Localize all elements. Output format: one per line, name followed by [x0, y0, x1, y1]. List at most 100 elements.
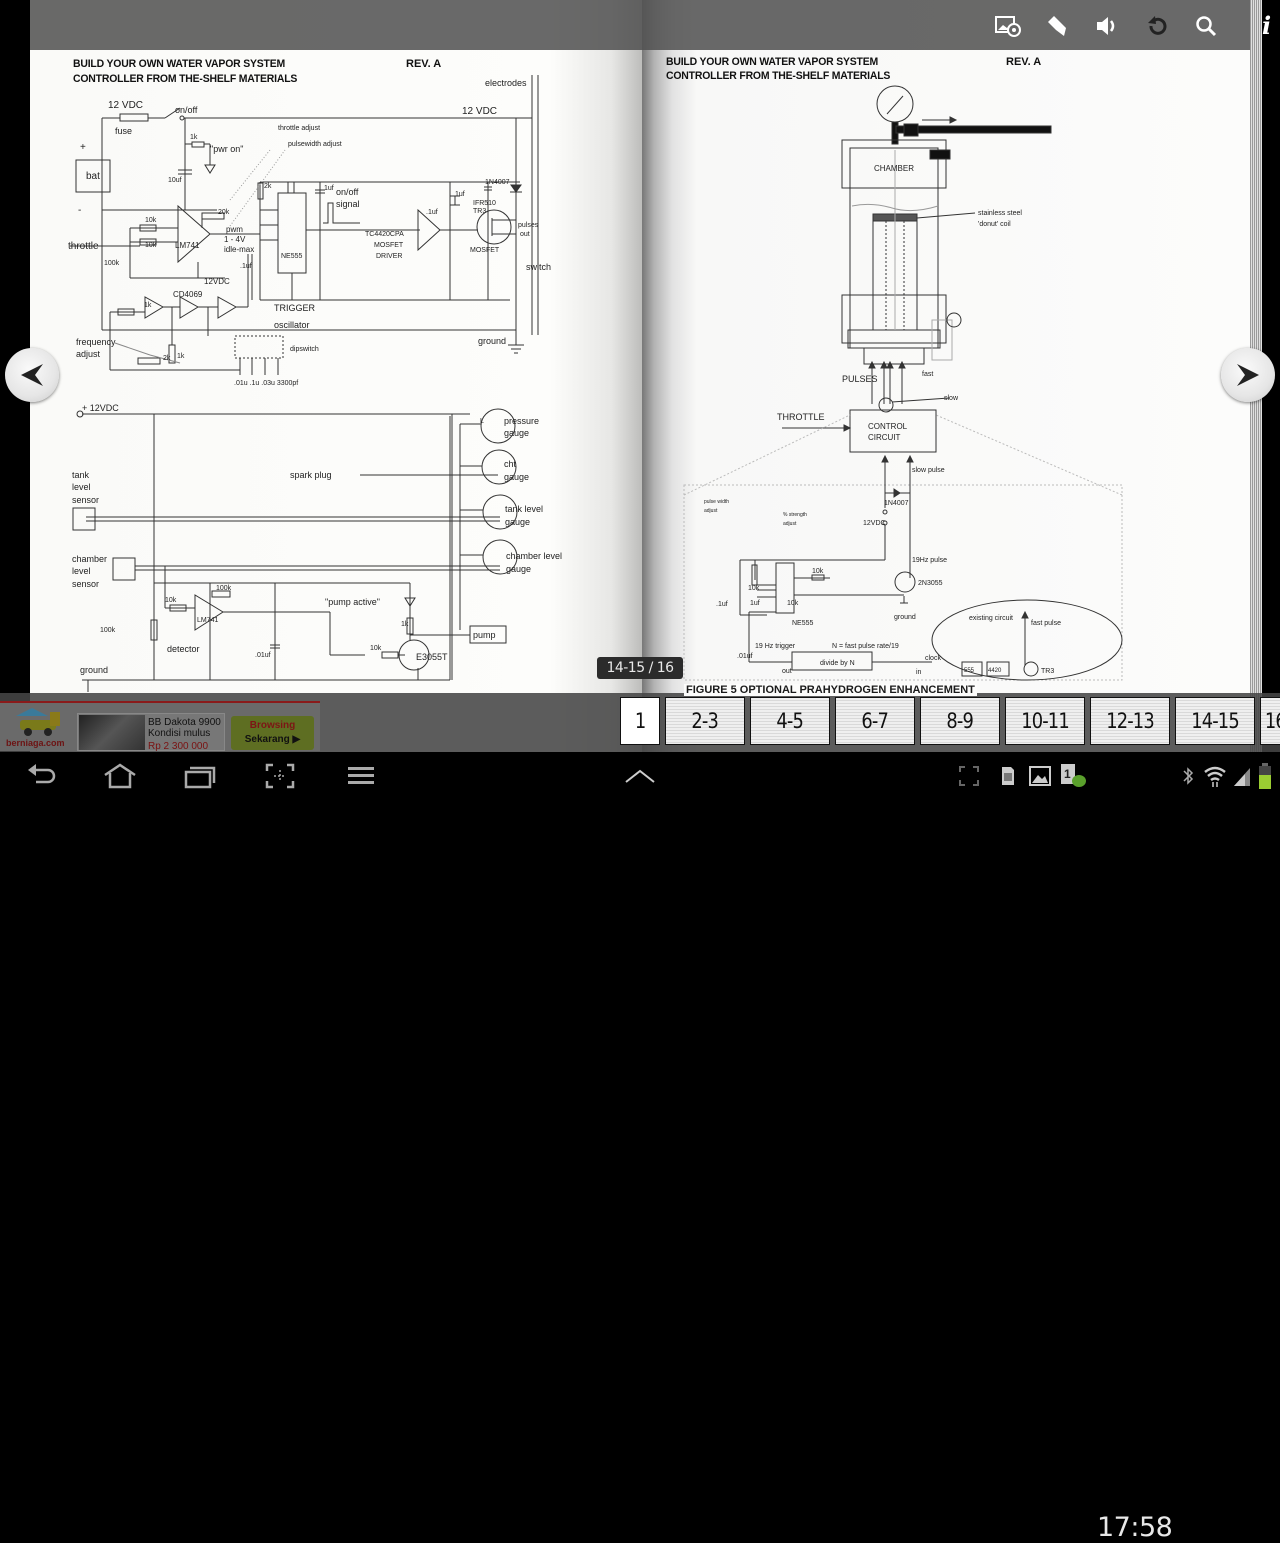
label-control-1: CONTROL — [868, 422, 908, 431]
menu-button[interactable] — [343, 760, 379, 792]
back-button[interactable] — [22, 760, 62, 792]
signal-icon — [1232, 760, 1252, 792]
thumbnail-2-3[interactable]: 2-3 — [665, 697, 745, 745]
battery-icon — [1257, 760, 1273, 792]
label-10k-b: 10k — [145, 242, 157, 249]
label-throttle: throttle — [68, 241, 99, 252]
label-10k-right: 10k — [812, 568, 824, 575]
label-1uf-b: 1uf — [455, 191, 465, 198]
label-detector: detector — [167, 644, 200, 654]
label-ne555: NE555 — [281, 253, 303, 260]
thumbnail-8-9[interactable]: 8-9 — [920, 697, 1000, 745]
label-lower-ground: ground — [80, 665, 108, 675]
next-page-button[interactable] — [1221, 348, 1275, 402]
svg-text:1: 1 — [1064, 767, 1071, 781]
right-page-title-2: CONTROLLER FROM THE-SHELF MATERIALS — [666, 70, 891, 82]
volume-icon[interactable] — [1093, 12, 1121, 40]
label-pulses-out-1: pulses — [518, 222, 539, 229]
label-555-right: 555 — [964, 668, 975, 674]
right-figure-caption: FIGURE 5 OPTIONAL PRAHYDROGEN ENHANCEMEN… — [684, 684, 977, 696]
label-fast: fast — [922, 371, 933, 378]
menu-icon — [348, 767, 374, 784]
label-pulses-out-2: out — [520, 231, 530, 238]
expand-up-button[interactable] — [622, 760, 658, 792]
home-button[interactable] — [100, 760, 140, 792]
thumbnail-1[interactable]: 1 — [620, 697, 660, 745]
ad-cta-button[interactable]: Browsing Sekarang ▶ — [231, 716, 314, 750]
label-ground: ground — [478, 336, 506, 346]
label-chamber-sensor-3: sensor — [72, 579, 99, 589]
label-onoff-signal-1: on/off — [336, 187, 359, 197]
label-ne555-right: NE555 — [792, 620, 814, 627]
label-dipswitch: dipswitch — [290, 346, 319, 353]
left-page-rev: REV. A — [406, 58, 442, 70]
label-12vdc-osc: 12VDC — [204, 277, 230, 286]
label-12vdc: 12 VDC — [108, 100, 143, 111]
left-page[interactable]: BUILD YOUR OWN WATER VAPOR SYSTEM CONTRO… — [30, 0, 642, 752]
label-01uf-right: .1uf — [716, 601, 728, 608]
info-icon[interactable]: i — [1262, 11, 1272, 40]
label-in: in — [916, 669, 922, 676]
label-clock: clock — [925, 655, 941, 662]
left-page-title-2: CONTROLLER FROM THE-SHELF MATERIALS — [73, 73, 298, 85]
chevron-up-icon — [625, 769, 655, 783]
label-ground-right: ground — [894, 614, 916, 621]
screenshot-button[interactable] — [262, 760, 298, 792]
label-strength-2: adjust — [783, 521, 797, 527]
label-2n3055: 2N3055 — [918, 580, 943, 587]
bookmark-icon[interactable] — [1042, 12, 1070, 40]
label-2k: 2k — [264, 183, 272, 190]
label-lower-10k: 10k — [165, 597, 177, 604]
label-2k-b: 2k — [163, 355, 171, 362]
fullscreen-icon[interactable] — [957, 760, 981, 792]
image-settings-icon[interactable] — [994, 12, 1022, 40]
label-tc4420: TC4420CPA — [365, 231, 404, 238]
label-tank-sensor-1: tank — [72, 470, 90, 480]
thumbnail-4-5[interactable]: 4-5 — [750, 697, 830, 745]
label-pressure-2: gauge — [504, 428, 529, 438]
label-1n4007: 1N4007 — [485, 179, 510, 186]
thumbnail-16[interactable]: 16 — [1260, 697, 1280, 745]
arrow-left-icon — [21, 364, 43, 386]
label-chamber-sensor-1: chamber — [72, 554, 107, 564]
ad-line-2: Kondisi mulus — [148, 728, 211, 739]
previous-page-button[interactable] — [5, 348, 59, 402]
label-chamber: CHAMBER — [874, 164, 914, 173]
label-cd4069: CD4069 — [173, 290, 203, 299]
sd-card-icon — [998, 760, 1018, 792]
label-mosfet-driver-2: DRIVER — [376, 253, 402, 260]
label-1k-b: 1k — [177, 353, 185, 360]
thumbnail-6-7[interactable]: 6-7 — [835, 697, 915, 745]
ad-banner[interactable]: berniaga.com BB Dakota 9900 Kondisi mulu… — [0, 701, 320, 752]
screenshot-icon — [265, 763, 295, 789]
label-pw-adjust-1: pulse width — [704, 499, 729, 505]
label-pump-active: "pump active" — [325, 597, 380, 607]
label-onoff-signal-2: signal — [336, 199, 360, 209]
label-slow-pulse: slow pulse — [912, 467, 945, 474]
label-cht-2: gauge — [504, 472, 529, 482]
label-01uf: .1uf — [240, 263, 252, 270]
label-20k: 20k — [218, 209, 230, 216]
label-oscillator: oscillator — [274, 320, 310, 330]
home-icon — [104, 763, 136, 789]
search-icon[interactable] — [1192, 12, 1220, 40]
thumbnail-12-13[interactable]: 12-13 — [1090, 697, 1170, 745]
thumbnail-10-11[interactable]: 10-11 — [1005, 697, 1085, 745]
rotate-icon[interactable] — [1143, 12, 1171, 40]
thumbnail-14-15[interactable]: 14-15 — [1175, 697, 1255, 745]
back-icon — [28, 764, 56, 784]
label-gauge-l: L — [480, 418, 484, 425]
right-page[interactable]: BUILD YOUR OWN WATER VAPOR SYSTEM CONTRO… — [642, 0, 1250, 752]
label-tank-gauge-2: gauge — [505, 517, 530, 527]
chamber-diagram: CHAMBER stainless steel 'donut' coil PUL… — [683, 85, 1123, 681]
label-electrodes: electrodes — [485, 78, 527, 88]
label-tank-sensor-2: level — [72, 482, 91, 492]
label-e3055t: E3055T — [416, 652, 448, 662]
label-pressure-1: pressure — [504, 416, 539, 426]
recent-apps-icon — [184, 766, 216, 789]
label-onoff: on/off — [175, 105, 198, 115]
label-lm741: LM741 — [175, 241, 200, 250]
label-frequency-adjust-2: adjust — [76, 349, 101, 359]
recent-apps-button[interactable] — [180, 760, 220, 792]
label-plus: + — [80, 142, 86, 153]
